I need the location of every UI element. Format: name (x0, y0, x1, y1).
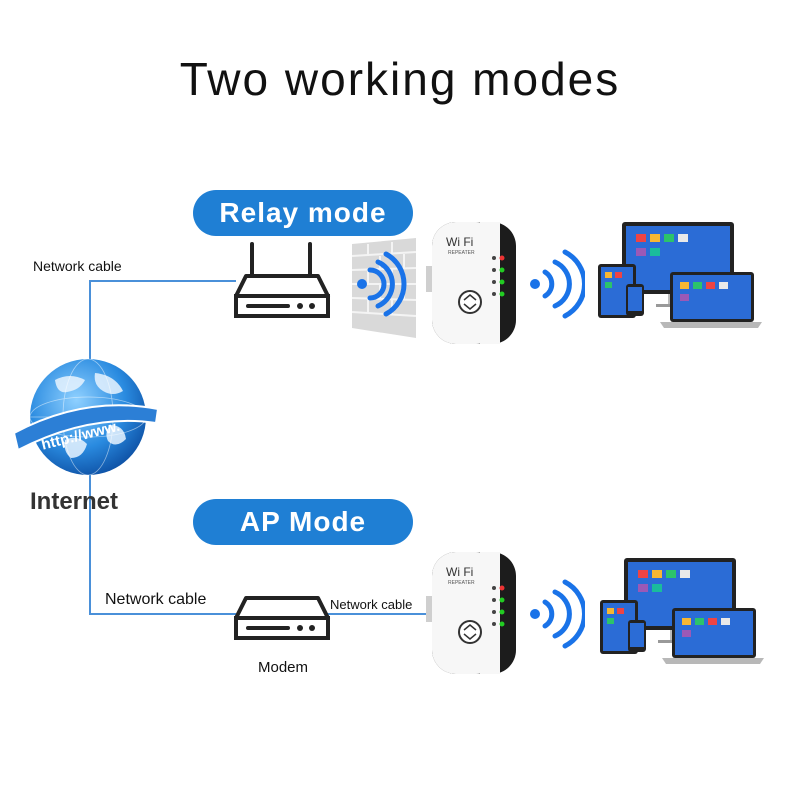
ap-cable-line-left (89, 475, 236, 615)
wifi-repeater-icon: Wi Fi REPEATER (426, 222, 516, 344)
devices-icon (598, 222, 762, 328)
repeater-model: REPEATER (448, 580, 475, 586)
modem-label: Modem (258, 659, 309, 676)
ap-network-cable-label-left: Network cable (105, 591, 207, 608)
ap-network-cable-label-right: Network cable (330, 597, 413, 612)
modem-icon (234, 596, 330, 640)
wifi-repeater-icon: Wi Fi REPEATER (426, 552, 516, 674)
brick-wall-icon (351, 238, 417, 338)
relay-network-cable-label: Network cable (33, 258, 122, 274)
ap-mode-badge: AP Mode (193, 499, 413, 545)
relay-cable-line (89, 280, 236, 360)
repeater-brand: Wi Fi (446, 565, 473, 579)
relay-mode-badge: Relay mode (193, 190, 413, 236)
wifi-signal-icon (530, 249, 585, 319)
devices-icon (600, 558, 764, 664)
wifi-signal-icon (530, 579, 585, 649)
router-icon (234, 242, 330, 318)
repeater-brand: Wi Fi (446, 235, 473, 249)
internet-label: Internet (30, 488, 119, 515)
repeater-model: REPEATER (448, 250, 475, 256)
page-title: Two working modes (179, 53, 621, 105)
globe-icon: http://www. (12, 358, 160, 476)
